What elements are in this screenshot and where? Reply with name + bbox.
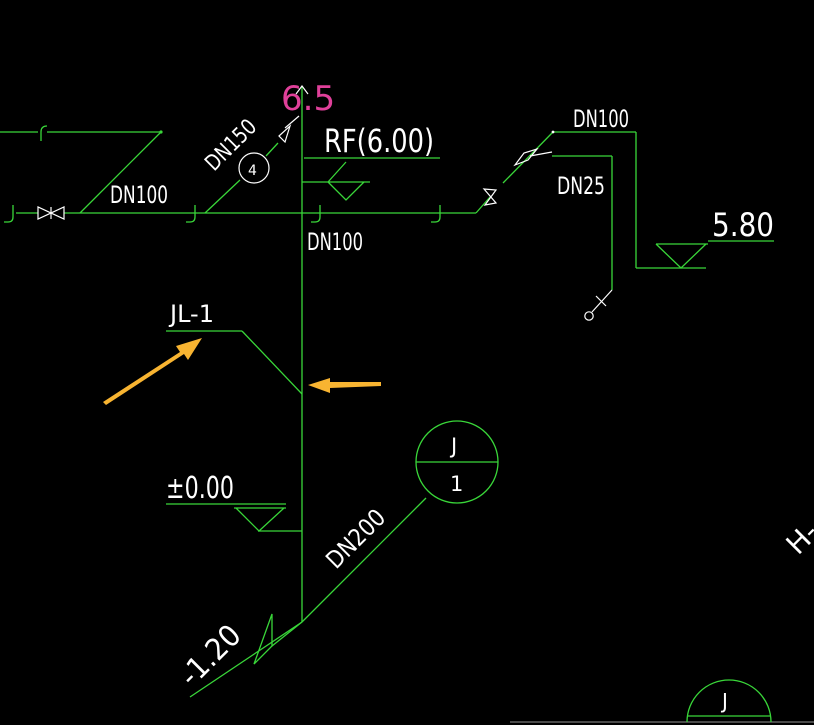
dn100-top-right-label: DN100 (573, 105, 629, 133)
j-hook-1 (4, 205, 14, 223)
rf-triangle (302, 161, 370, 201)
top-valve (278, 124, 292, 144)
valve-number-circle: 4 (238, 152, 270, 184)
arrow-to-riser-pipe-icon (308, 378, 381, 393)
pipe-hook-top (40, 125, 48, 141)
dn200-diag-pipe (301, 497, 427, 623)
index-circle: J 1 (415, 420, 499, 504)
dn150-diag-pipe-b (265, 142, 279, 157)
gate-valve-left (37, 206, 65, 220)
valves (37, 85, 613, 321)
dn200-label: DN200 (320, 504, 391, 575)
top-arrow (295, 85, 309, 95)
elevation-580-label: 5.80 (712, 206, 774, 244)
drain-tick (595, 295, 607, 307)
j-hook-2 (186, 205, 196, 223)
elneg-triangle (253, 613, 273, 665)
edge-text: H- (780, 516, 814, 561)
gate-valve-right (482, 188, 498, 206)
dn25-label: DN25 (557, 172, 605, 200)
elevation-marks (166, 157, 774, 665)
dn150-diag-pipe (204, 179, 241, 214)
roof-elevation-label: RF(6.00) (324, 122, 434, 160)
valve-num-text: 4 (248, 163, 257, 179)
right-diag-pipe-b (502, 131, 554, 184)
diag-pipe-left (79, 131, 162, 214)
section-circle-top-text: J (449, 434, 457, 458)
pipe-lines (0, 86, 814, 723)
el000-triangle (234, 507, 286, 532)
pipe-j-fittings (4, 205, 441, 223)
bottom-circle: J (686, 679, 772, 723)
pipe-node-right (551, 130, 555, 134)
elevation-000-label: ±0.00 (166, 471, 234, 506)
dn100-left-label: DN100 (110, 181, 168, 209)
section-circle-bottom-text: 1 (450, 472, 463, 496)
valve-num-circle (238, 152, 270, 184)
elevation-top-label: 6.5 (281, 79, 335, 119)
el580-triangle (655, 243, 708, 269)
j-hook-4 (431, 205, 441, 223)
j-hook-3 (311, 205, 321, 223)
dn100-mid-label: DN100 (307, 228, 363, 256)
annotation-arrows (103, 338, 381, 405)
drain-line (591, 289, 613, 313)
drain-circle (584, 311, 594, 321)
pressure-valve (513, 147, 553, 167)
top-valve-stem (284, 115, 300, 129)
bottom-circle-arc (686, 679, 772, 723)
lower-diag-pipe (189, 621, 303, 698)
bottom-circle-text: J (720, 689, 728, 713)
jl1-leader (241, 330, 303, 395)
arrow-to-riser-label-icon (103, 338, 202, 405)
elneg-ext (271, 621, 303, 647)
text-labels: 6.5 RF(6.00) DN100 DN150 DN100 DN100 DN2… (110, 79, 814, 694)
riser-label: JL-1 (168, 300, 214, 328)
right-diag-pipe (475, 196, 491, 214)
elevation-neg-label: -1.20 (173, 618, 249, 694)
